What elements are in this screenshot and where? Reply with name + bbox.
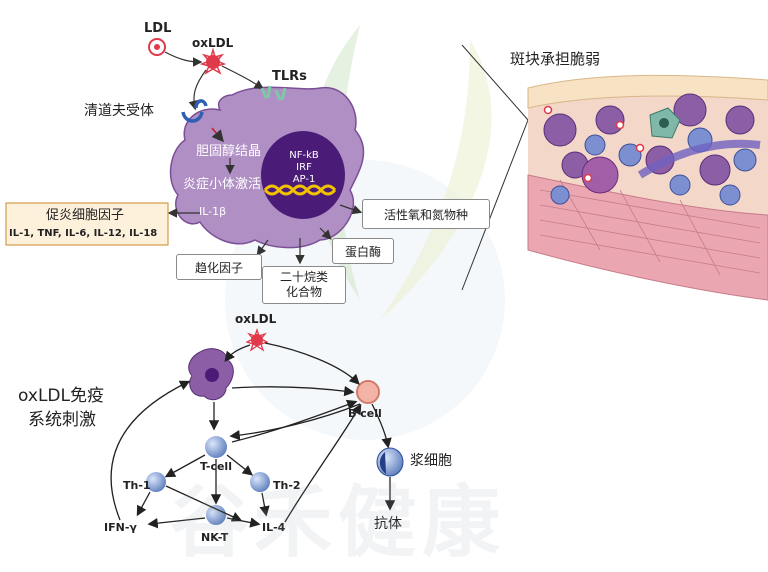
cholesterol-crystal-label: 胆固醇结晶 (196, 144, 262, 159)
ros-label: 活性氧和氮物种 (383, 207, 468, 222)
eicosanoid-box: 二十烷类 化合物 (262, 266, 346, 304)
protease-label: 蛋白酶 (344, 244, 381, 259)
immune-title-line2: 系统刺激 (28, 410, 96, 430)
oxldl-particle-bottom-icon (245, 327, 269, 352)
eicosanoid-label-1: 二十烷类 (279, 270, 328, 284)
il4-label: IL-4 (262, 521, 286, 534)
scavenger-receptor-label: 清道夫受体 (84, 103, 154, 119)
dna-icon (263, 184, 337, 196)
t-cell-label: T-cell (200, 460, 232, 473)
chemokine-box: 趋化因子 (176, 254, 262, 280)
chemokine-label: 趋化因子 (194, 260, 243, 275)
protease-box: 蛋白酶 (332, 238, 394, 264)
eicosanoid-label-2: 化合物 (285, 285, 322, 299)
irf-label: IRF (296, 162, 312, 173)
antibody-label: 抗体 (374, 516, 402, 532)
inflammasome-label: 炎症小体激活 (183, 177, 262, 192)
nfkb-label: NF-kB (289, 150, 319, 161)
th2-label: Th-2 (273, 479, 301, 492)
oxldl-particle-icon (199, 47, 227, 75)
ldl-label: LDL (144, 21, 172, 36)
cytokine-title: 促炎细胞因子 (46, 208, 125, 223)
tlr-receptor-icon (260, 85, 287, 101)
plasma-cell-label: 浆细胞 (410, 453, 452, 469)
oxldl-label: oxLDL (192, 36, 234, 50)
th1-label: Th-1 (123, 479, 151, 492)
nucleus-factors: NF-kB IRF AP-1 (282, 150, 326, 186)
scavenger-receptor-icon (181, 99, 208, 123)
ap1-label: AP-1 (292, 174, 316, 185)
plaque-title: 斑块承担脆弱 (510, 50, 601, 68)
watermark-text: 谷禾健康 (170, 478, 507, 568)
oxldl-bottom-label: oxLDL (235, 312, 277, 326)
immune-title-line1: oxLDL免疫 (18, 386, 104, 406)
tlrs-label: TLRs (272, 69, 307, 84)
nkt-label: NK-T (201, 531, 229, 544)
il1b-label: IL-1β (199, 205, 227, 218)
ifn-gamma-label: IFN-γ (104, 521, 137, 534)
cytokine-list: IL-1, TNF, IL-6, IL-12, IL-18 (9, 228, 158, 239)
b-cell-label: B cell (348, 407, 382, 420)
ros-box: 活性氧和氮物种 (362, 199, 490, 229)
